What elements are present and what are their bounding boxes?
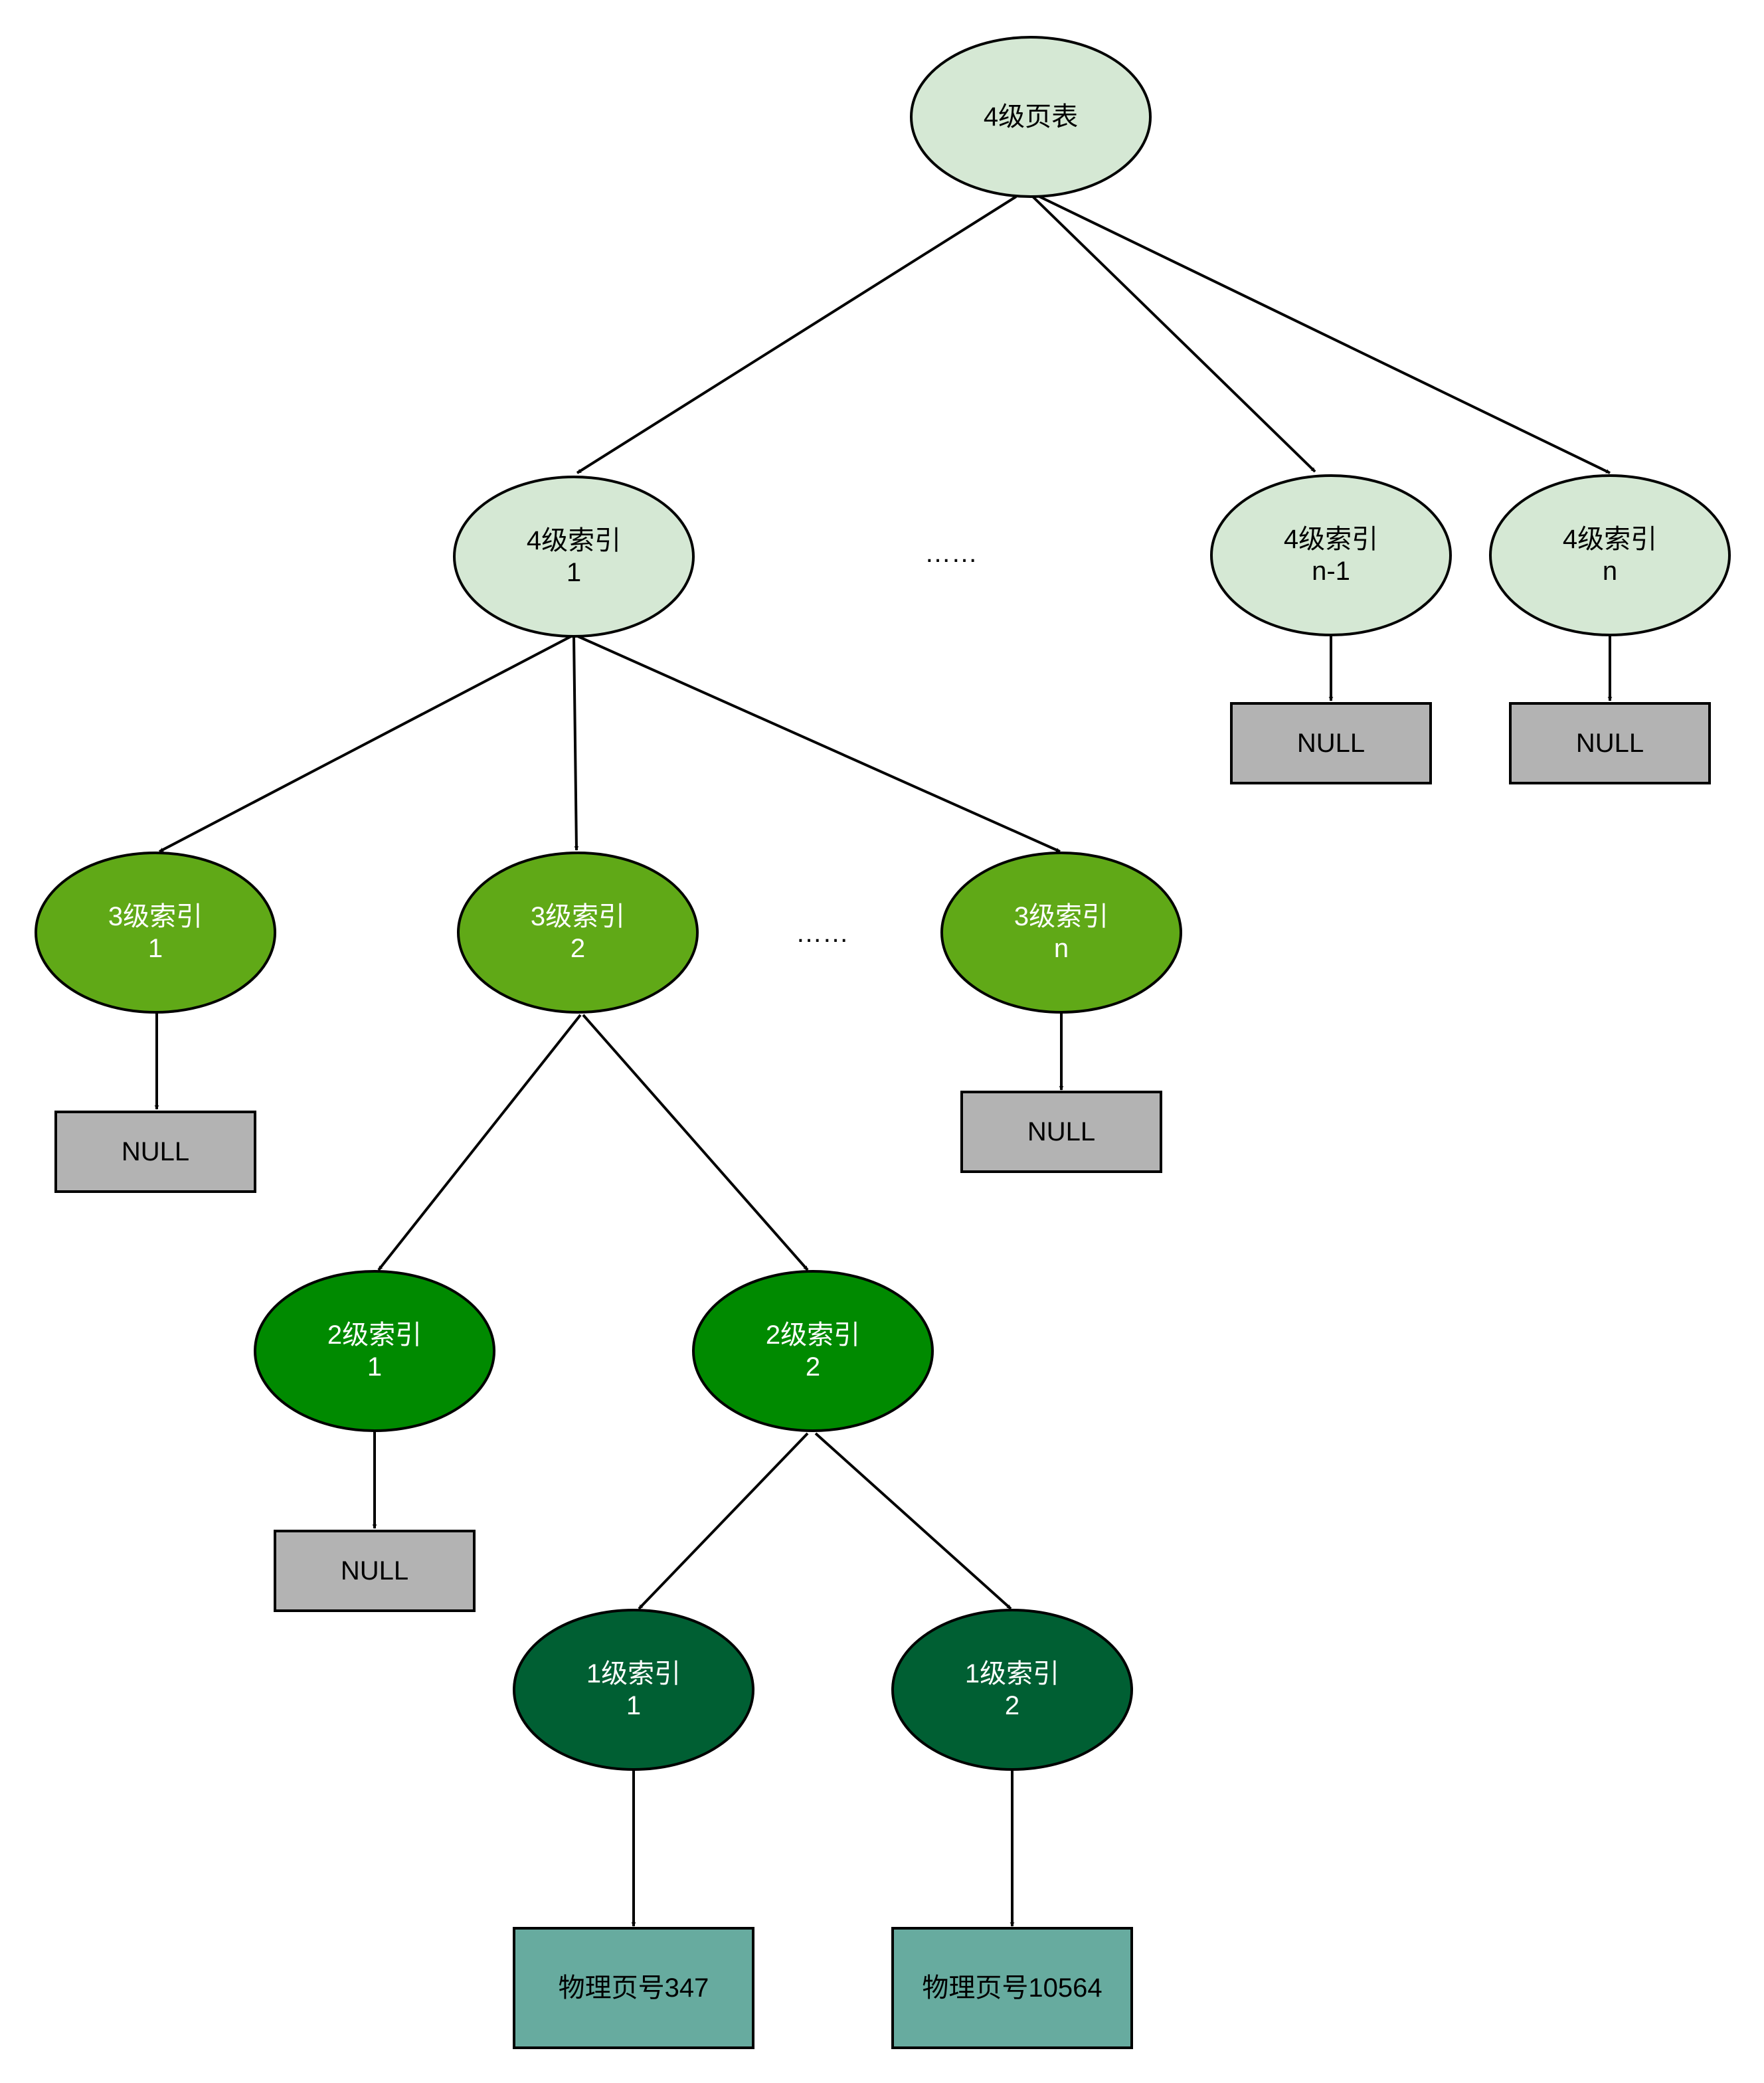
node-shape [1230, 702, 1432, 784]
edge-l2-2-l1-2 [814, 1432, 1012, 1610]
node-l4-index-n-1: 4级索引 n-1 [1210, 474, 1452, 636]
node-label: NULL [341, 1556, 408, 1585]
node-shape [692, 1270, 934, 1432]
node-shape [910, 36, 1152, 198]
node-label-line-1: 3级索引 [108, 902, 203, 931]
null-box-l3-n: NULL [960, 1091, 1162, 1173]
node-root-page-table: 4级页表 [910, 36, 1152, 198]
node-l3-index-n: 3级索引 n [940, 852, 1182, 1014]
node-label-line-2: 2 [806, 1352, 820, 1382]
node-l1-index-2: 1级索引 2 [891, 1609, 1133, 1771]
edge-root-l4-n [1039, 195, 1611, 474]
node-shape [960, 1091, 1162, 1173]
node-l3-index-2: 3级索引 2 [457, 852, 699, 1014]
node-label-line-1: 1级索引 [586, 1659, 681, 1688]
edge-l4-1-l3-1 [159, 635, 572, 853]
node-label-line-1: 1级索引 [965, 1659, 1059, 1688]
node-label: 物理页号347 [559, 1973, 709, 2003]
node-shape [940, 852, 1182, 1014]
node-l4-index-1: 4级索引 1 [453, 476, 695, 638]
node-l4-index-n: 4级索引 n [1489, 474, 1731, 636]
node-shape [453, 476, 695, 638]
edges [154, 195, 1613, 1927]
node-label: NULL [1027, 1117, 1095, 1146]
node-label-line-1: 3级索引 [531, 902, 625, 931]
null-box-l3-1: NULL [54, 1111, 256, 1193]
node-label: NULL [1576, 729, 1644, 758]
node-shape [1489, 474, 1731, 636]
node-l2-index-2: 2级索引 2 [692, 1270, 934, 1432]
node-label-line-1: 2级索引 [766, 1320, 860, 1350]
ellipsis-l4: …… [925, 539, 978, 568]
physical-page-box-347: 物理页号347 [513, 1927, 754, 2049]
node-label-line-2: 1 [567, 558, 581, 587]
node-label-line-2: 1 [367, 1352, 382, 1382]
node-label-line-1: 3级索引 [1014, 902, 1108, 931]
node-l2-index-1: 2级索引 1 [254, 1270, 495, 1432]
ellipsis-l3: …… [796, 919, 849, 948]
node-shape [891, 1927, 1133, 2049]
node-label: NULL [1297, 729, 1365, 758]
node-label: 物理页号10564 [922, 1973, 1102, 2003]
edge-l2-2-l1-1 [638, 1432, 809, 1610]
edge-l3-2-l2-1 [377, 1014, 582, 1271]
node-label-line-2: n-1 [1312, 557, 1350, 586]
node-shape [35, 852, 276, 1014]
node-label-line-2: 1 [626, 1691, 641, 1720]
node-label-line-1: 4级索引 [1284, 525, 1378, 554]
null-box-l4-n: NULL [1509, 702, 1711, 784]
edge-root-l4-n1 [1031, 195, 1316, 473]
node-label-line-1: 2级索引 [327, 1320, 422, 1350]
node-label-line-2: 2 [1005, 1691, 1019, 1720]
edge-l4-1-l3-n [577, 635, 1061, 853]
physical-page-box-10564: 物理页号10564 [891, 1927, 1133, 2049]
node-label-line-2: 1 [148, 934, 163, 963]
node-l3-index-1: 3级索引 1 [35, 852, 276, 1014]
node-shape [513, 1609, 754, 1771]
node-label-line-2: n [1054, 934, 1069, 963]
node-shape [1509, 702, 1711, 784]
edge-l4-1-l3-2 [573, 636, 579, 851]
edge-l3-2-l2-2 [582, 1014, 809, 1271]
node-label-line-1: 4级索引 [1563, 525, 1657, 554]
node-label-line-1: 4级索引 [527, 526, 621, 555]
node-label-line-2: 2 [571, 934, 585, 963]
node-shape [254, 1270, 495, 1432]
node-label-line-2: n [1603, 557, 1617, 586]
node-l1-index-1: 1级索引 1 [513, 1609, 754, 1771]
node-shape [457, 852, 699, 1014]
node-label-line-1: 4级页表 [984, 102, 1078, 132]
node-label: NULL [122, 1137, 189, 1166]
null-box-l4-n-1: NULL [1230, 702, 1432, 784]
node-shape [891, 1609, 1133, 1771]
edge-root-l4-1 [576, 195, 1017, 474]
node-shape [513, 1927, 754, 2049]
node-shape [54, 1111, 256, 1193]
null-box-l2-1: NULL [274, 1530, 476, 1612]
node-shape [274, 1530, 476, 1612]
node-shape [1210, 474, 1452, 636]
